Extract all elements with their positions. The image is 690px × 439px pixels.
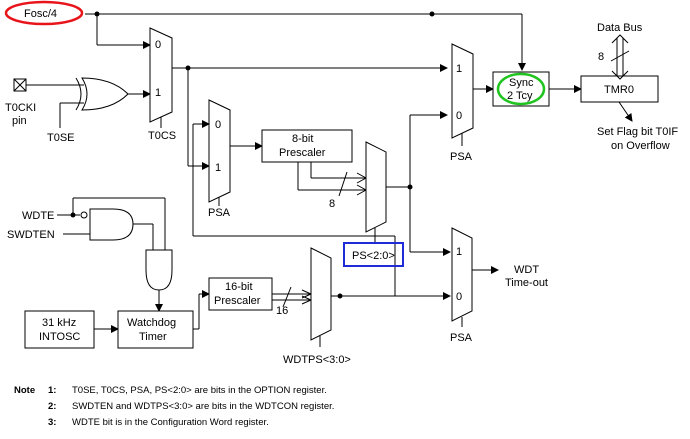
psa-mux-in0: 0 <box>215 119 221 131</box>
psa-label-2: PSA <box>450 151 473 163</box>
t0cs-mux-in0: 0 <box>155 39 161 51</box>
fosc-highlight-ellipse <box>4 0 84 26</box>
data-bus-slash <box>610 50 630 62</box>
wdtps-mux <box>310 247 332 341</box>
prescaler16-bus-slash <box>282 286 292 308</box>
data-bus-arrow-up <box>611 34 629 44</box>
note-text: SWDTEN and WDTPS<3:0> are bits in the WD… <box>72 401 335 412</box>
t0cs-mux-in1: 1 <box>155 87 161 99</box>
prescaler16-bus-arrow <box>301 289 313 305</box>
tmr0-overflow-wire <box>618 101 633 122</box>
sync-highlight-ellipse <box>496 72 546 106</box>
note-text: T0SE, T0CS, PSA, PS<2:0> are bits in the… <box>72 385 327 396</box>
wdte-and-gate <box>89 208 134 241</box>
wdt-mux-in0: 0 <box>456 291 462 303</box>
fosc-label: Fosc/4 <box>24 8 57 20</box>
intosc-block <box>24 310 95 349</box>
swdten-label: SWDTEN <box>7 229 55 241</box>
out-mux-in0: 0 <box>456 110 462 122</box>
xor-gate <box>81 77 129 111</box>
watchdog-line1: Watchdog <box>127 317 176 329</box>
wdt-label-line1: WDT <box>514 264 539 276</box>
sync-block <box>492 71 550 107</box>
xor-gate-back-curve <box>75 77 82 111</box>
wdt-mux-in1: 1 <box>456 246 462 258</box>
prescaler8-bus-width: 8 <box>329 198 335 210</box>
prescaler8-bus-slash <box>338 171 348 197</box>
prescaler8-bus-arrow <box>298 177 365 191</box>
sync-label-line1: Sync <box>509 77 534 89</box>
t0cs-mux <box>149 27 173 123</box>
t0cki-label-line2: pin <box>12 115 27 127</box>
note-text: WDTE bit is in the Configuration Word re… <box>72 417 269 428</box>
note-number: 1: <box>48 385 57 396</box>
wdt-label-line2: Time-out <box>505 277 548 289</box>
intosc-line2: INTOSC <box>39 331 80 343</box>
t0se-label: T0SE <box>47 132 75 144</box>
prescaler16-bus-width: 16 <box>276 305 288 317</box>
wdt-enable-and-gate <box>145 249 173 291</box>
wdte-label: WDTE <box>22 210 54 222</box>
wdt-output-mux <box>451 227 473 322</box>
prescaler-16bit-block <box>208 277 273 311</box>
prescaler-8bit-line2: Prescaler <box>279 147 326 159</box>
t0cs-label: T0CS <box>148 130 176 142</box>
psa-label-3: PSA <box>450 332 473 344</box>
wdte-inverter-bubble <box>80 211 88 219</box>
psa-mux-in1: 1 <box>215 162 221 174</box>
watchdog-line2: Timer <box>139 331 167 343</box>
psa-output-mux <box>451 43 474 139</box>
t0cki-pin-cross-2 <box>13 78 27 92</box>
ps-label: PS<2:0> <box>352 250 395 262</box>
prescaler-8bit-block <box>261 129 353 163</box>
ps-highlight-box <box>343 242 404 267</box>
tmr0-label: TMR0 <box>604 84 634 96</box>
data-bus-width: 8 <box>598 51 604 63</box>
fosc-junction-2 <box>429 11 435 17</box>
wdtps-out-junction <box>337 293 343 299</box>
t0cki-label-line1: T0CKI <box>5 102 36 114</box>
psa-label-1: PSA <box>208 207 231 219</box>
sync-label-line2: 2 Tcy <box>507 90 533 102</box>
note-number: 3: <box>48 417 57 428</box>
data-bus-label: Data Bus <box>597 22 643 34</box>
wdtps-label: WDTPS<3:0> <box>283 354 351 366</box>
watchdog-timer-block <box>117 310 194 349</box>
prescaler-16bit-line2: Prescaler <box>214 295 261 307</box>
set-flag-line1: Set Flag bit T0IF <box>597 126 678 138</box>
data-bus-arrow-down <box>611 70 629 80</box>
out-mux-in1: 1 <box>456 63 462 75</box>
note-number: 2: <box>48 401 57 412</box>
prescaler-16bit-line1: 16-bit <box>225 281 253 293</box>
prescaler-8bit-line1: 8-bit <box>292 133 313 145</box>
set-flag-line2: on Overflow <box>611 140 670 152</box>
ps-mux <box>365 141 387 233</box>
notes-heading: Note <box>14 385 36 396</box>
intosc-line1: 31 kHz <box>42 317 76 329</box>
psa-prescaler-mux <box>208 99 231 203</box>
